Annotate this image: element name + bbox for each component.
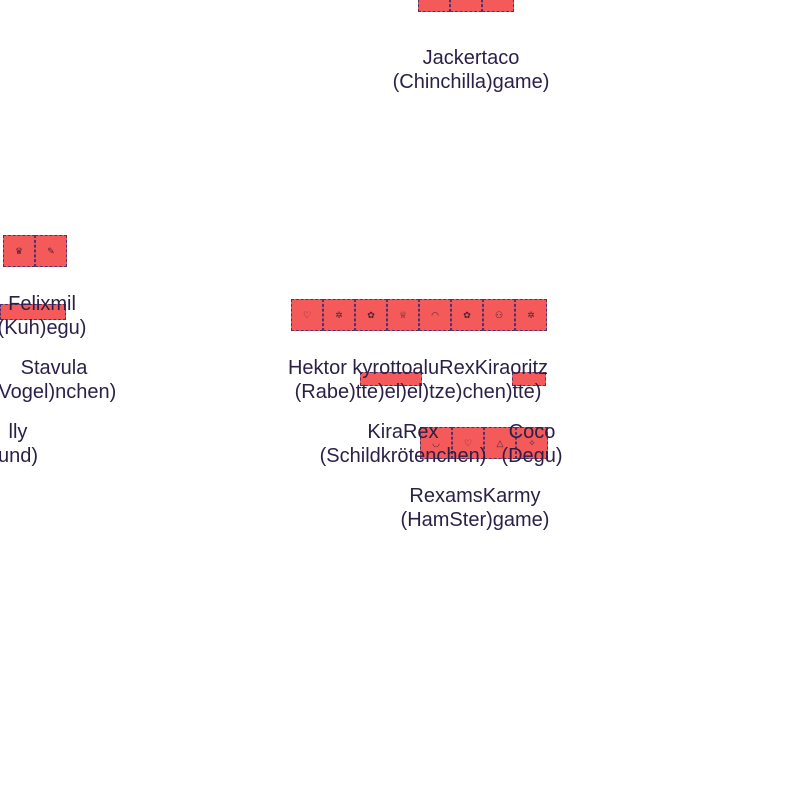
pet-species: (Rabe)tte)el)el)tze)chen)tte) [294,381,542,403]
shield-icon: ⛉ [450,0,482,12]
crown-icon [360,372,422,386]
heart-icon: ♡ [291,299,323,331]
arc-icon: ◠ [419,299,451,331]
tile-row-left: ♛ ✎ [3,235,67,267]
pet-label-felix: Felixmil (Kuh)egu) [0,292,90,340]
bone-icon: ✎ [35,235,67,267]
pet-name: Stavula [20,357,88,379]
pet-species: und) [0,445,39,467]
shield-icon: ⛉ [482,0,514,12]
pet-name: Hektor kyrottoaluRexKiraoritz [287,357,549,379]
bone-icon: △ [484,427,516,459]
heart-icon: ♡ [452,427,484,459]
paw-icon: ✿ [355,299,387,331]
bag-icon: ◡ [420,427,452,459]
shield-icon: ⛉ [418,0,450,12]
crown-icon: ♛ [3,235,35,267]
tile-row-center: ♡ ✲ ✿ ♕ ◠ ✿ ⚇ ✲ [291,299,547,331]
pet-species: (Vogel)nchen) [0,381,117,403]
pet-name: Jackertaco [422,47,520,69]
bag-icon: ⚇ [483,299,515,331]
tile-row-mid: ◡ ♡ △ ✧ [420,427,548,459]
pet-name: lly [8,421,28,443]
pet-label-jackertaco: Jackertaco (Chinchilla)game) [376,46,566,94]
pet-name: RexamsKarmy [409,485,541,507]
pet-species: (HamSter)game) [400,509,550,531]
sparkle-icon: ✲ [515,299,547,331]
crown-icon [0,304,66,320]
pet-species: (Degu) [501,445,563,467]
pet-label-coco: Coco (Degu) [496,420,568,468]
pet-label-hektor: Hektor kyrottoaluRexKiraoritz (Rabe)tte)… [268,356,568,404]
pet-label-rexams: RexamsKarmy (HamSter)game) [382,484,568,532]
bone-icon: ✧ [516,427,548,459]
pet-name: Felixmil [8,293,76,315]
pet-species: (Kuh)egu) [0,317,87,339]
pet-species: (Chinchilla)game) [392,71,550,93]
pet-label-stavula: Stavula (Vogel)nchen) [0,356,118,404]
sparkle-icon: ✲ [323,299,355,331]
crown-icon: ♕ [387,299,419,331]
pet-label-lly: lly und) [0,420,40,468]
crown-icon [512,372,546,386]
pet-label-kira: KiraRex (Schildkrötenchen) [298,420,508,468]
tile-row-top: ⛉ ⛉ ⛉ [418,0,514,12]
paw-icon: ✿ [451,299,483,331]
tile-strip-hektor [360,372,422,386]
pet-name: Coco [508,421,556,443]
pet-species: (Schildkrötenchen) [319,445,487,467]
pet-name: KiraRex [367,421,439,443]
tile-strip-hektor-2 [512,372,546,386]
tile-row-left-small [0,304,66,320]
